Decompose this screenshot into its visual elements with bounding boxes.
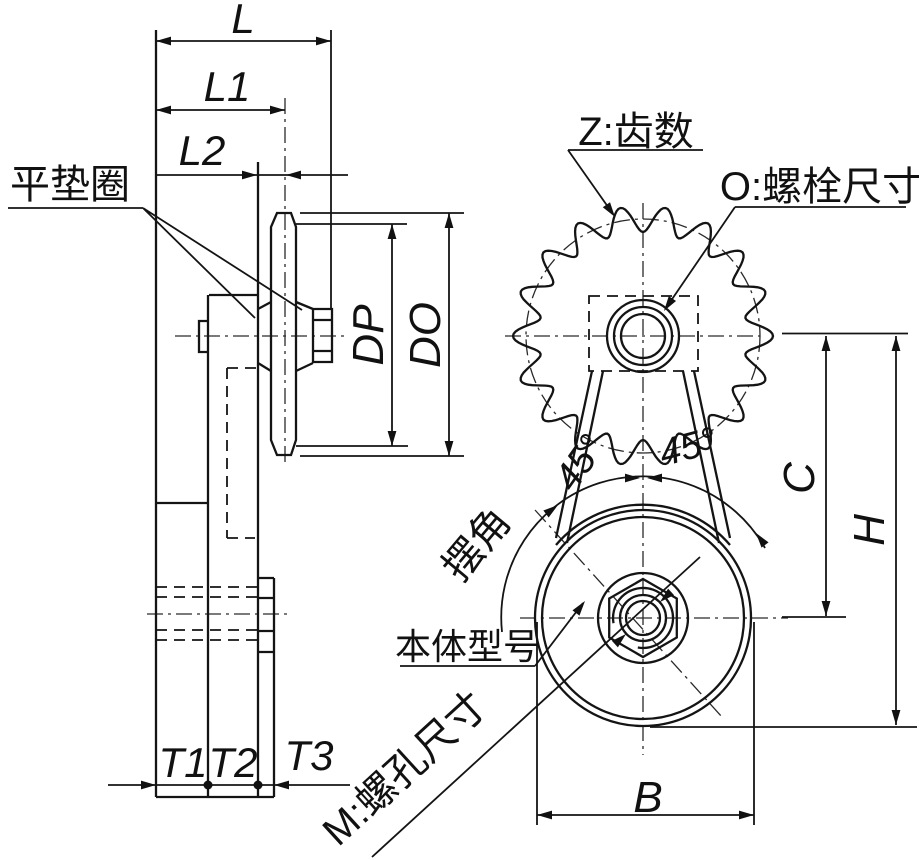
dimension-arrowhead: [444, 441, 454, 456]
dimension-arrowhead: [286, 170, 301, 180]
bolt-slot-hidden-rect: [588, 295, 699, 372]
dimension-arrowhead: [242, 170, 257, 180]
dim-label-B: B: [633, 773, 662, 822]
dim-line-DP: [296, 223, 408, 447]
side-tab: [197, 319, 209, 354]
tensioner-arms: [554, 370, 732, 544]
roller-diagonal-centerline: [534, 509, 723, 718]
dimension-arrowhead: [625, 473, 640, 483]
arrows-layer: [141, 36, 901, 820]
dimension-arrowhead: [891, 710, 901, 725]
roller-boss-circle: [596, 571, 690, 665]
front-view: [500, 203, 788, 755]
screw-hole-outer-circle: [618, 593, 668, 643]
dimension-arrowhead: [543, 505, 558, 518]
dim-label-T1: T1: [158, 739, 207, 786]
sprocket-bolt-inner-circle: [619, 312, 667, 360]
sprocket-bolt-outer-circle: [605, 298, 681, 374]
dim-label-H: H: [845, 514, 894, 546]
bolt-head-profile: [311, 307, 334, 364]
dim-line-B: [536, 622, 755, 825]
dim-label-L2: L2: [179, 127, 226, 174]
dim-label-T2: T2: [208, 739, 257, 786]
bolt-size-label: O:螺栓尺寸: [720, 165, 919, 209]
dim-dot-t2-t3: [253, 780, 263, 790]
dimension-arrowhead: [756, 533, 769, 548]
roller-rim-circle: [540, 515, 746, 721]
dimension-arrowhead: [821, 601, 831, 616]
dim-label-DO: DO: [401, 302, 450, 368]
dim-label-DP: DP: [344, 304, 393, 366]
dimension-arrowhead: [274, 780, 289, 790]
dimension-arrowhead: [664, 296, 677, 311]
teeth-count-label: Z:齿数: [578, 110, 694, 154]
dimension-arrowhead: [156, 36, 171, 46]
dim-label-T3: T3: [284, 732, 333, 779]
dimension-arrowhead: [156, 105, 171, 115]
dimension-arrowhead: [660, 588, 675, 602]
side-sprocket-slab: [269, 211, 298, 457]
leader-screw-hole: [371, 556, 701, 858]
sprocket-pitch-circle: [525, 218, 761, 454]
dimension-arrowhead: [537, 810, 552, 820]
body-model-label: 本体型号: [395, 626, 539, 667]
side-view: [147, 30, 345, 799]
dimension-layer: [8, 30, 917, 858]
flat-washer-label: 平垫圈: [10, 163, 130, 207]
leader-teeth-count: [567, 149, 703, 215]
sprocket-teeth-outline: [511, 206, 775, 466]
dimension-arrowhead: [572, 601, 585, 616]
dimension-arrowhead: [444, 213, 454, 228]
dimension-arrowhead: [602, 202, 615, 217]
roller-top-arc: [555, 503, 731, 546]
dimension-arrowhead: [270, 105, 285, 115]
dimension-arrowhead: [387, 431, 397, 446]
dim-label-L: L: [231, 0, 254, 42]
dimension-arrowhead: [647, 473, 662, 483]
angle-45-right-label: 45°: [655, 420, 721, 475]
dimension-arrowhead: [611, 634, 626, 648]
dim-label-C: C: [775, 461, 824, 494]
leader-flat-washer: [8, 207, 303, 319]
hex-nut: [608, 577, 678, 659]
dim-dot-t1-t2: [203, 780, 213, 790]
hidden-arm-slot: [226, 367, 258, 539]
leader-body-model: [400, 602, 584, 667]
screw-hole-inner-circle: [624, 599, 662, 637]
sprocket-bolt-middle-circle: [612, 305, 674, 367]
dim-label-L1: L1: [204, 63, 251, 110]
dimension-arrowhead: [387, 224, 397, 239]
angle-45-left-label: 45°: [546, 428, 613, 499]
dim-line-DO: [300, 212, 464, 457]
flat-washers-profile: [257, 300, 314, 373]
dimension-arrowhead: [316, 36, 331, 46]
roller-outer-circle: [533, 508, 753, 728]
swing-angle-arc: [500, 475, 766, 633]
dimension-arrowhead: [739, 810, 754, 820]
base-plate-ticks: [259, 576, 274, 654]
leader-bolt-size: [665, 206, 906, 309]
dimension-arrowhead: [141, 780, 156, 790]
dimension-arrowhead: [891, 336, 901, 351]
dimension-arrowhead: [821, 336, 831, 351]
